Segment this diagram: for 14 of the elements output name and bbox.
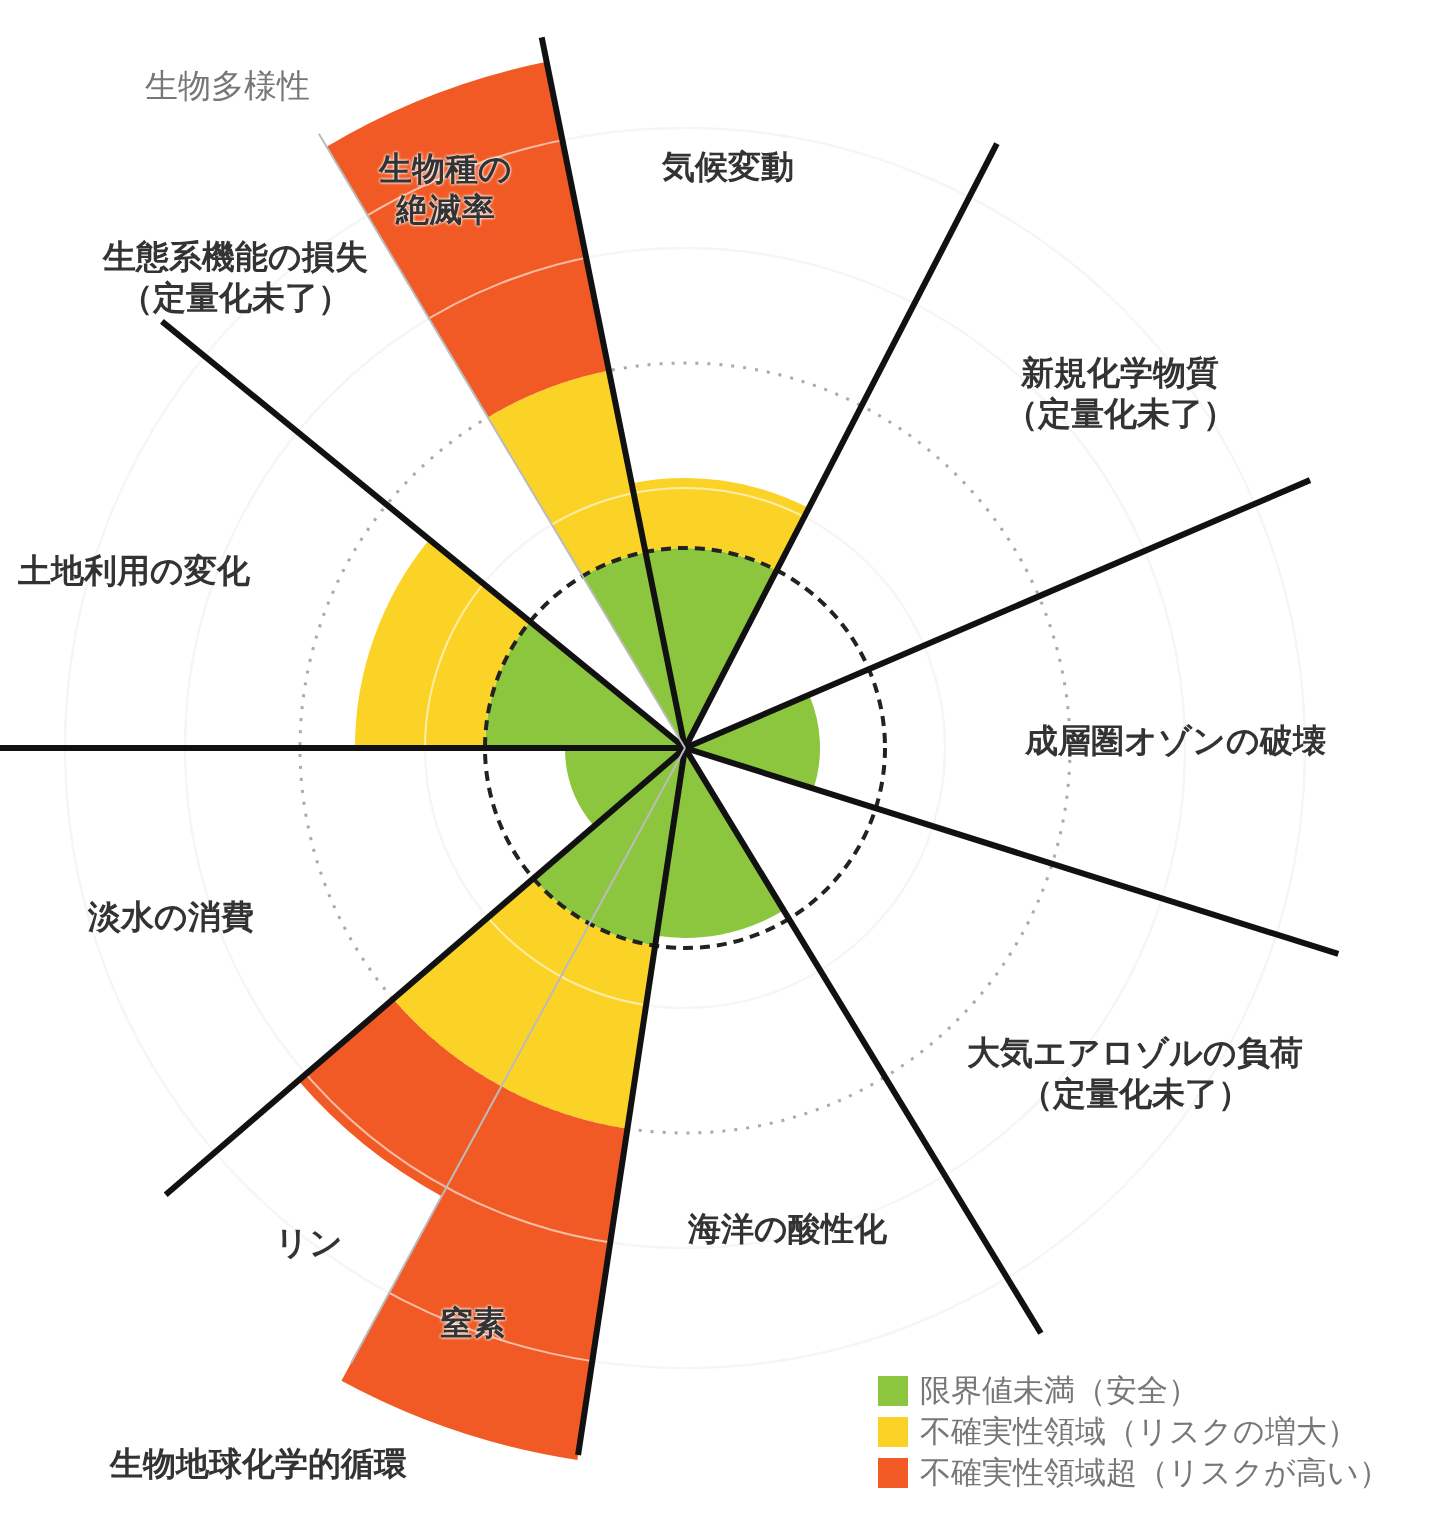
sector-label: 成層圏オゾンの破壊 <box>1025 720 1326 762</box>
sector-label: 気候変動 <box>662 146 794 188</box>
sector-label: 淡水の消費 <box>88 896 254 938</box>
legend-label: 不確実性領域（リスクの増大） <box>920 1412 1358 1451</box>
sector-label: リン <box>275 1222 343 1264</box>
sector-label: 土地利用の変化 <box>18 550 250 592</box>
sector-label: 生物地球化学的循環 <box>110 1443 407 1485</box>
legend-label: 限界値未満（安全） <box>920 1371 1199 1410</box>
sector-label: 大気エアロゾルの負荷（定量化未了） <box>966 1032 1304 1115</box>
sector-label: 海洋の酸性化 <box>688 1208 887 1250</box>
sector-label: 新規化学物質（定量化未了） <box>1003 352 1237 435</box>
sector-label: 生物多様性 <box>145 65 310 107</box>
sector-label: 生態系機能の損失（定量化未了） <box>101 236 369 319</box>
legend-label: 不確実性領域超（リスクが高い） <box>920 1453 1390 1492</box>
